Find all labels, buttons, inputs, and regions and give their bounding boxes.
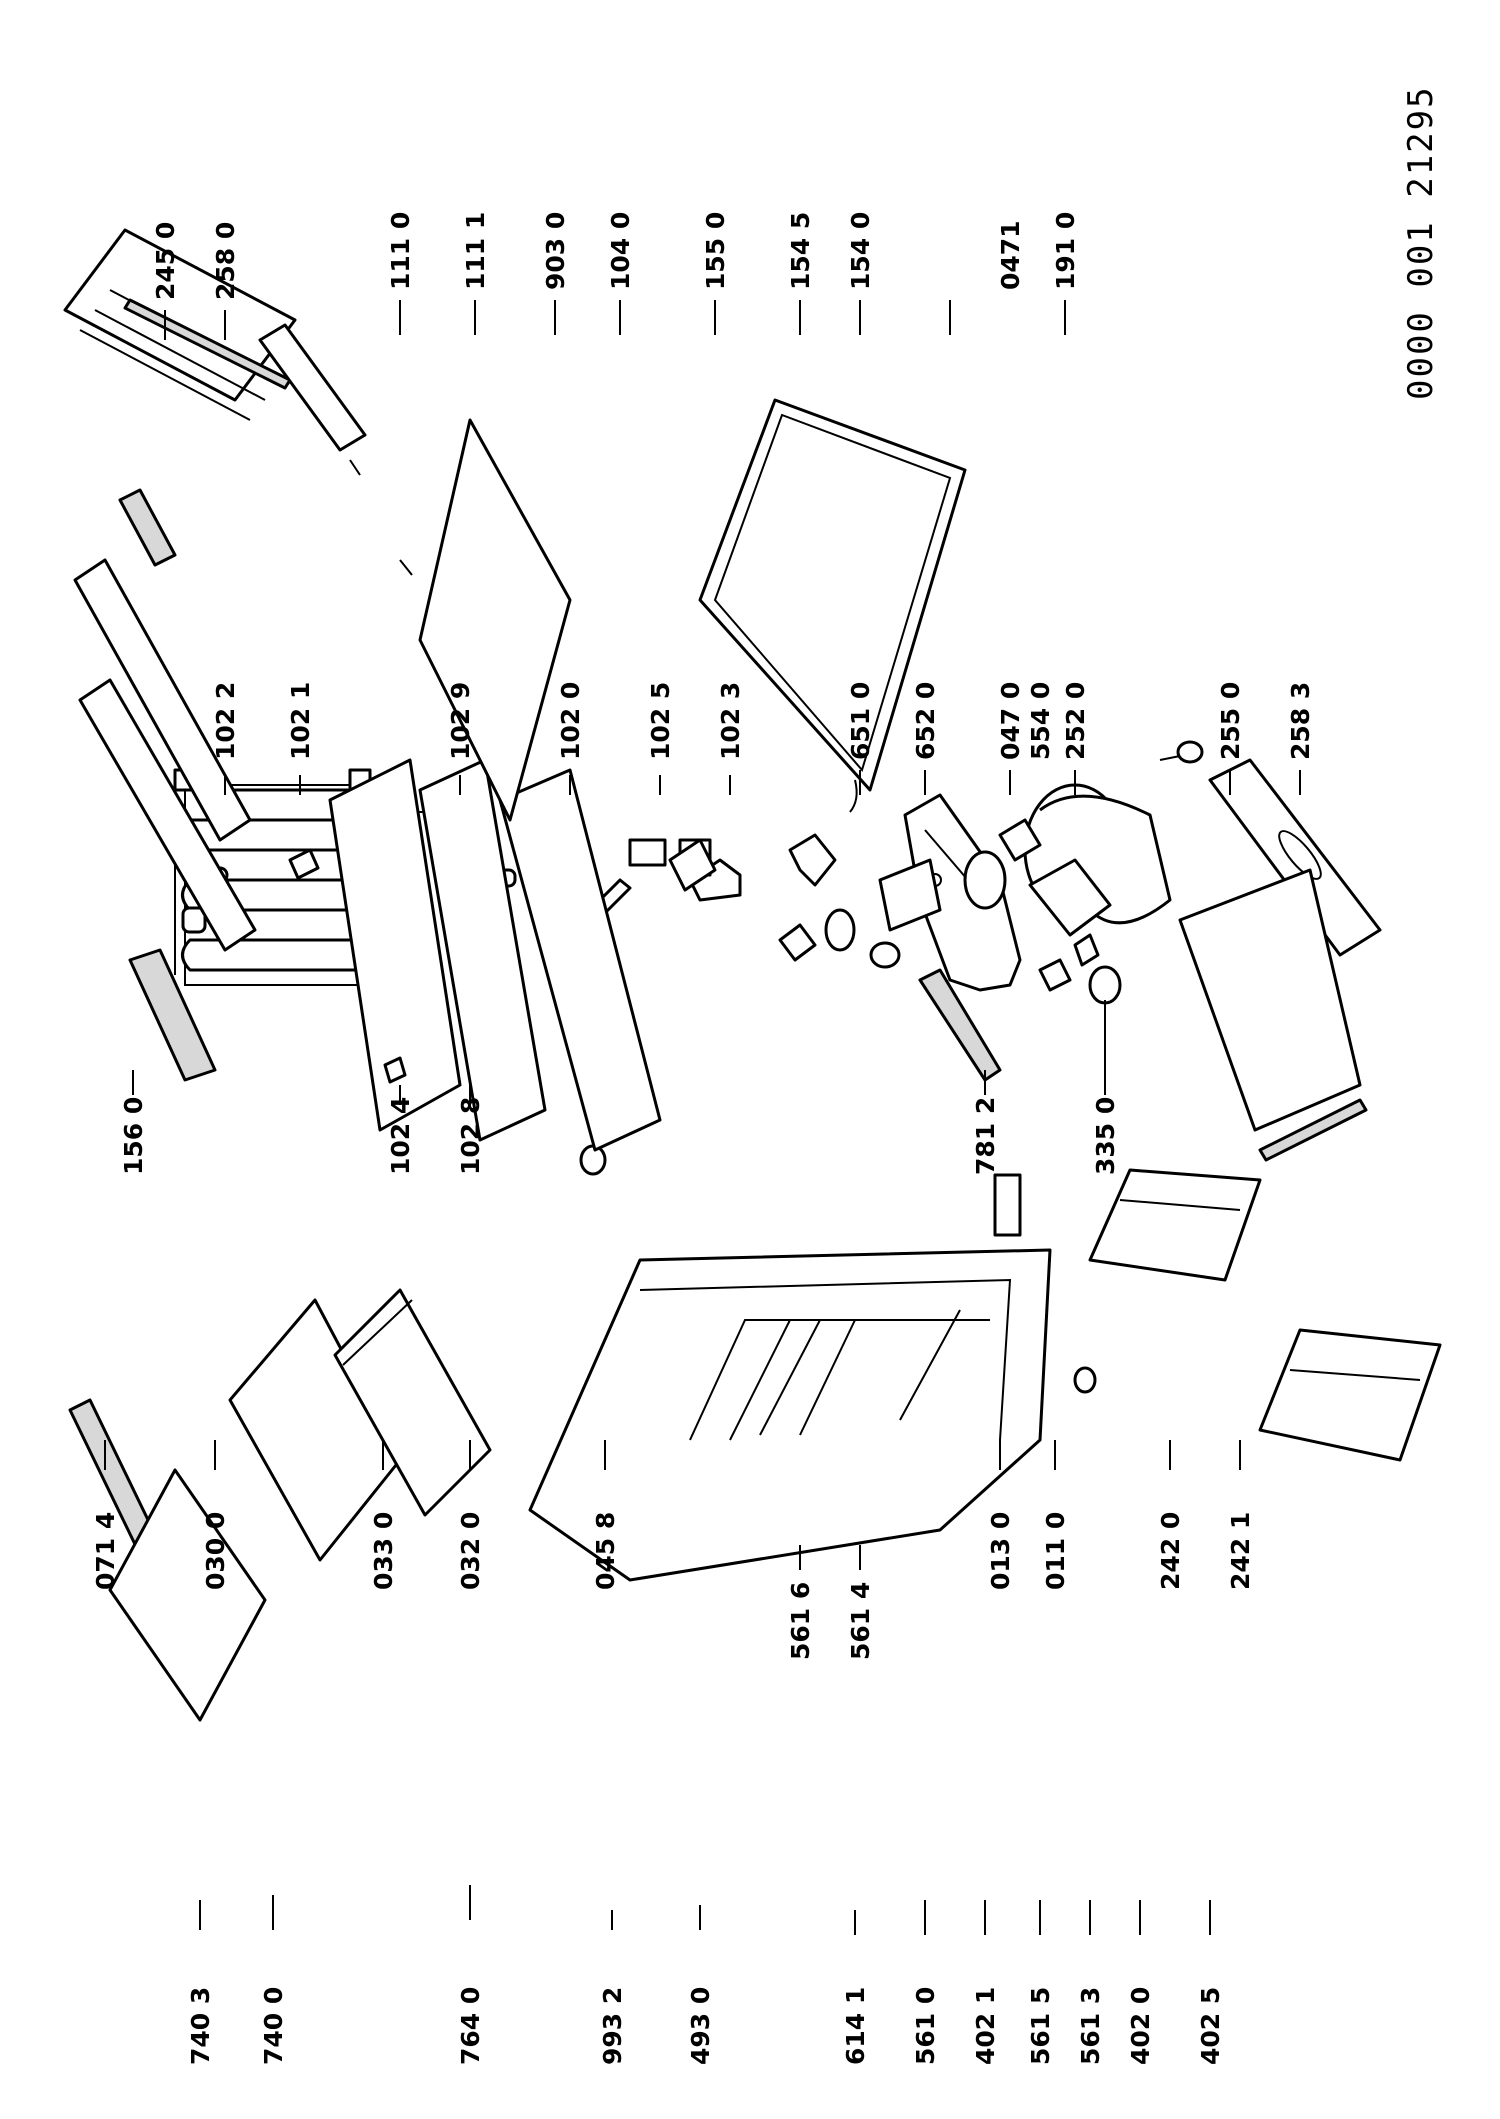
foot-011-0: [1073, 1366, 1097, 1394]
glass-shelf-030-0: [108, 1468, 267, 1722]
frame-102-8: [328, 758, 462, 1132]
label-402-0: 402 0: [1126, 1987, 1155, 2065]
label-0471: 0471: [996, 220, 1025, 290]
label-111-0: 111 0: [386, 212, 415, 290]
part-111-0: [258, 323, 367, 452]
label-071-4: 071 4: [91, 1512, 120, 1590]
thermostat-652-0: [878, 858, 942, 932]
thermostat-housing-402-1: [903, 793, 1022, 992]
label-156-0: 156 0: [119, 1097, 148, 1175]
label-402-1: 402 1: [971, 1987, 1000, 2065]
label-013-0: 013 0: [986, 1512, 1015, 1590]
hinge-013-0: [993, 1173, 1022, 1237]
overload-561-0: [869, 941, 901, 969]
screw-903-0: [399, 559, 413, 576]
label-258-0: 258 0: [211, 222, 240, 300]
door-rack-154-0: [78, 678, 257, 952]
label-154-5: 154 5: [786, 212, 815, 290]
crisper-242-0: [1088, 1168, 1262, 1282]
label-402-5: 402 5: [1196, 1987, 1225, 2065]
label-740-0: 740 0: [259, 1987, 288, 2065]
label-561-6: 561 6: [786, 1582, 815, 1660]
relay-cover-493-0: [688, 858, 742, 902]
bar-781-2: [918, 968, 1002, 1082]
label-033-0: 033 0: [369, 1512, 398, 1590]
label-493-0: 493 0: [686, 1987, 715, 2065]
light-switch-047-0: [998, 818, 1042, 862]
label-561-3: 561 3: [1076, 1987, 1105, 2065]
label-561-4: 561 4: [846, 1582, 875, 1660]
label-155-0: 155 0: [701, 212, 730, 290]
label-764-0: 764 0: [456, 1987, 485, 2065]
label-047-0: 047 0: [996, 682, 1025, 760]
label-111-1: 111 1: [461, 212, 490, 290]
knob-651-0: [824, 908, 856, 952]
label-030-0: 030 0: [201, 1512, 230, 1590]
label-011-0: 011 0: [1041, 1512, 1070, 1590]
label-102-9: 102 9: [446, 682, 475, 760]
label-104-0: 104 0: [606, 212, 635, 290]
label-102-1: 102 1: [286, 682, 315, 760]
label-242-0: 242 0: [1156, 1512, 1185, 1590]
label-903-0: 903 0: [541, 212, 570, 290]
foot-045-8: [579, 1144, 607, 1176]
screw-111-1: [349, 459, 361, 476]
egg-tray-155-0: [118, 488, 177, 567]
lamp-socket-554-0: [963, 850, 1007, 910]
door-rack-154-5: [73, 558, 252, 842]
relay-614-1: [778, 923, 817, 962]
label-045-8: 045 8: [591, 1512, 620, 1590]
frame-102-9: [418, 758, 547, 1142]
label-154-0: 154 0: [846, 212, 875, 290]
clip-561-5: [1038, 958, 1072, 992]
crisper-242-1: [1258, 1328, 1442, 1462]
label-651-0: 651 0: [846, 682, 875, 760]
label-245-0: 245 0: [151, 222, 180, 300]
cap-335-0: [1088, 965, 1122, 1005]
clip-740-3: [181, 906, 207, 934]
label-652-0: 652 0: [911, 682, 940, 760]
label-252-0: 252 0: [1061, 682, 1090, 760]
label-102-0: 102 0: [556, 682, 585, 760]
label-614-1: 614 1: [841, 1987, 870, 2065]
label-102-8: 102 8: [456, 1097, 485, 1175]
glass-shelf-255-0: [1178, 868, 1362, 1132]
label-993-2: 993 2: [598, 1987, 627, 2065]
label-032-0: 032 0: [456, 1512, 485, 1590]
label-242-1: 242 1: [1226, 1512, 1255, 1590]
wire-561-4: [849, 779, 858, 813]
leader-lines: [104, 300, 1301, 1935]
label-102-4: 102 4: [386, 1097, 415, 1175]
label-740-3: 740 3: [186, 1987, 215, 2065]
cabinet: [528, 1248, 1052, 1582]
label-335-0: 335 0: [1091, 1097, 1120, 1175]
freezer-door-156-0: [128, 948, 217, 1082]
door-panel-104-0: [418, 418, 572, 822]
strip-258-0: [123, 298, 292, 390]
hinge-0471: [668, 838, 717, 892]
label-102-2: 102 2: [211, 682, 240, 760]
document-number: 0000 001 21295: [1401, 85, 1441, 400]
label-554-0: 554 0: [1026, 682, 1055, 760]
label-255-0: 255 0: [1216, 682, 1245, 760]
lamp-cover-252-0: [1028, 858, 1112, 937]
label-258-3: 258 3: [1286, 682, 1315, 760]
strip-258-3: [1258, 1098, 1368, 1162]
part-102-5: [628, 838, 667, 867]
part-102-4: [383, 1056, 407, 1084]
bracket-561-6: [788, 833, 837, 887]
label-561-5: 561 5: [1026, 1987, 1055, 2065]
label-781-2: 781 2: [971, 1097, 1000, 1175]
clip-102-1: [288, 848, 320, 880]
door-gasket-191-0: [698, 398, 967, 792]
label-102-5: 102 5: [646, 682, 675, 760]
flap-102-0: [498, 768, 662, 1152]
clip-561-3: [1073, 933, 1100, 967]
shelf-frame-032-0: [333, 1288, 492, 1517]
label-102-3: 102 3: [716, 682, 745, 760]
label-561-0: 561 0: [911, 1987, 940, 2065]
label-191-0: 191 0: [1051, 212, 1080, 290]
